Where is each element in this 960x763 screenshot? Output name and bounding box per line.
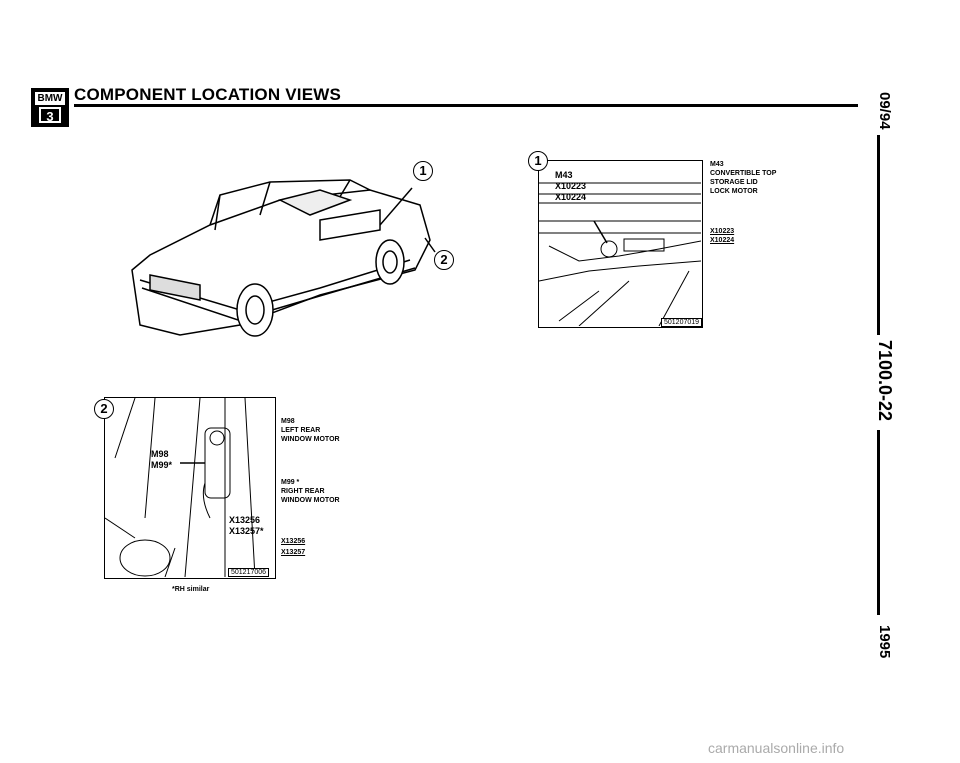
view-2-inset xyxy=(104,397,276,579)
view-2-label-m98: M98 xyxy=(151,449,169,459)
view-1-label-x10223: X10223 xyxy=(555,181,587,191)
view-2-callout: 2 xyxy=(94,399,114,419)
view-2-desc-m99: M99 * RIGHT REAR WINDOW MOTOR xyxy=(281,479,340,504)
view-1-part-number: 501207019 xyxy=(661,318,703,327)
watermark: carmanualsonline.info xyxy=(708,740,845,756)
convertible-car-illustration xyxy=(131,179,436,337)
logo-brand: BMW xyxy=(35,92,65,105)
view-1-label-m43: M43 xyxy=(555,170,573,180)
margin-date: 09/94 xyxy=(876,92,893,130)
view-2-desc-m98: M98 LEFT REAR WINDOW MOTOR xyxy=(281,418,340,443)
callout-1: 1 xyxy=(413,161,433,181)
logo-series: 3 xyxy=(39,107,61,124)
view-2-desc-x13257: X13257 xyxy=(281,549,306,556)
view-1-callout: 1 xyxy=(528,151,548,171)
view-2-label-x13257: X13257* xyxy=(229,526,264,536)
view-1-desc-x10223: X10223 xyxy=(710,228,735,235)
page-title: COMPONENT LOCATION VIEWS xyxy=(74,85,342,104)
view-2-desc-x13256: X13256 xyxy=(281,538,306,545)
view-2-illustration xyxy=(104,397,256,578)
margin-rule-1 xyxy=(877,135,880,335)
view-1-illustration xyxy=(538,182,707,327)
view-2-label-x13256: X13256 xyxy=(229,515,261,525)
view-2-part-number: 501217006 xyxy=(228,568,270,577)
header-rule xyxy=(74,104,858,107)
view-1-desc-m43: M43 CONVERTIBLE TOP STORAGE LID LOCK MOT… xyxy=(710,161,777,195)
margin-rule-2 xyxy=(877,430,880,615)
bmw-series-logo: BMW 3 xyxy=(31,88,69,127)
margin-page-ref: 7100.0-22 xyxy=(875,340,895,422)
view-2-footnote: *RH similar xyxy=(172,586,210,593)
margin-year: 1995 xyxy=(876,625,893,659)
view-1-label-x10224: X10224 xyxy=(555,192,587,202)
view-1-desc-x10224: X10224 xyxy=(710,237,735,244)
view-2-label-m99: M99* xyxy=(151,460,173,470)
callout-2: 2 xyxy=(434,250,454,270)
view-1-inset xyxy=(538,160,707,328)
